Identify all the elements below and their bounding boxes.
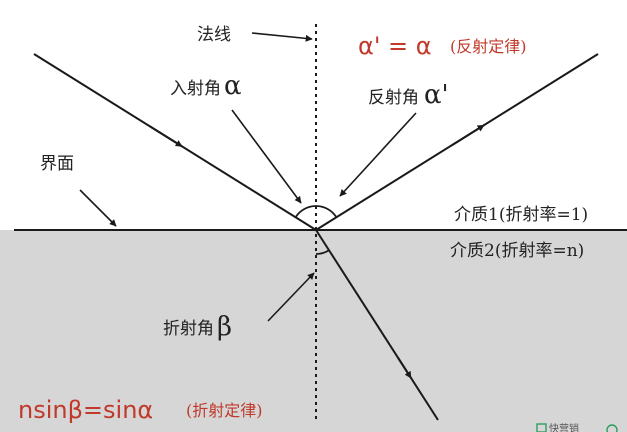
refraction-angle-symbol: β xyxy=(217,312,232,342)
incident-label-pointer xyxy=(231,109,302,204)
watermark: 快营销 xyxy=(536,422,618,432)
refraction-label-pointer xyxy=(267,272,315,322)
refracted-ray xyxy=(315,229,439,421)
interface-label-pointer xyxy=(79,189,117,227)
refraction-angle-arc xyxy=(315,249,330,255)
refracted-ray-arrow xyxy=(397,357,412,379)
medium1-label: 介质1(折射率=1) xyxy=(454,205,588,225)
refraction-law-name: (折射定律) xyxy=(186,401,263,420)
watermark-icon xyxy=(536,423,547,432)
incident-angle-arc xyxy=(294,205,317,218)
interface-label: 界面 xyxy=(40,154,74,174)
medium2-region xyxy=(0,230,627,432)
reflection-angle-arc xyxy=(315,205,338,218)
reflected-ray-arrow xyxy=(451,124,485,147)
incident-angle-label: 入射角 xyxy=(170,79,221,99)
watermark-circle-icon xyxy=(606,424,618,432)
reflection-label-pointer xyxy=(339,112,417,197)
reflection-angle-label: 反射角 xyxy=(368,88,419,108)
reflection-angle-symbol: α' xyxy=(424,80,449,110)
incident-ray-arrow xyxy=(149,125,183,148)
refraction-angle-label: 折射角 xyxy=(163,319,214,339)
normal-label: 法线 xyxy=(197,25,231,45)
medium2-label: 介质2(折射率=n) xyxy=(450,241,584,261)
reflection-law-name: (反射定律) xyxy=(450,37,527,56)
normal-label-pointer xyxy=(251,32,313,42)
watermark-text: 快营销 xyxy=(549,422,579,432)
refraction-law-formula: nsinβ=sinα xyxy=(18,396,153,424)
incident-angle-symbol: α xyxy=(224,71,242,101)
reflection-law-formula: α' = α xyxy=(358,32,432,60)
